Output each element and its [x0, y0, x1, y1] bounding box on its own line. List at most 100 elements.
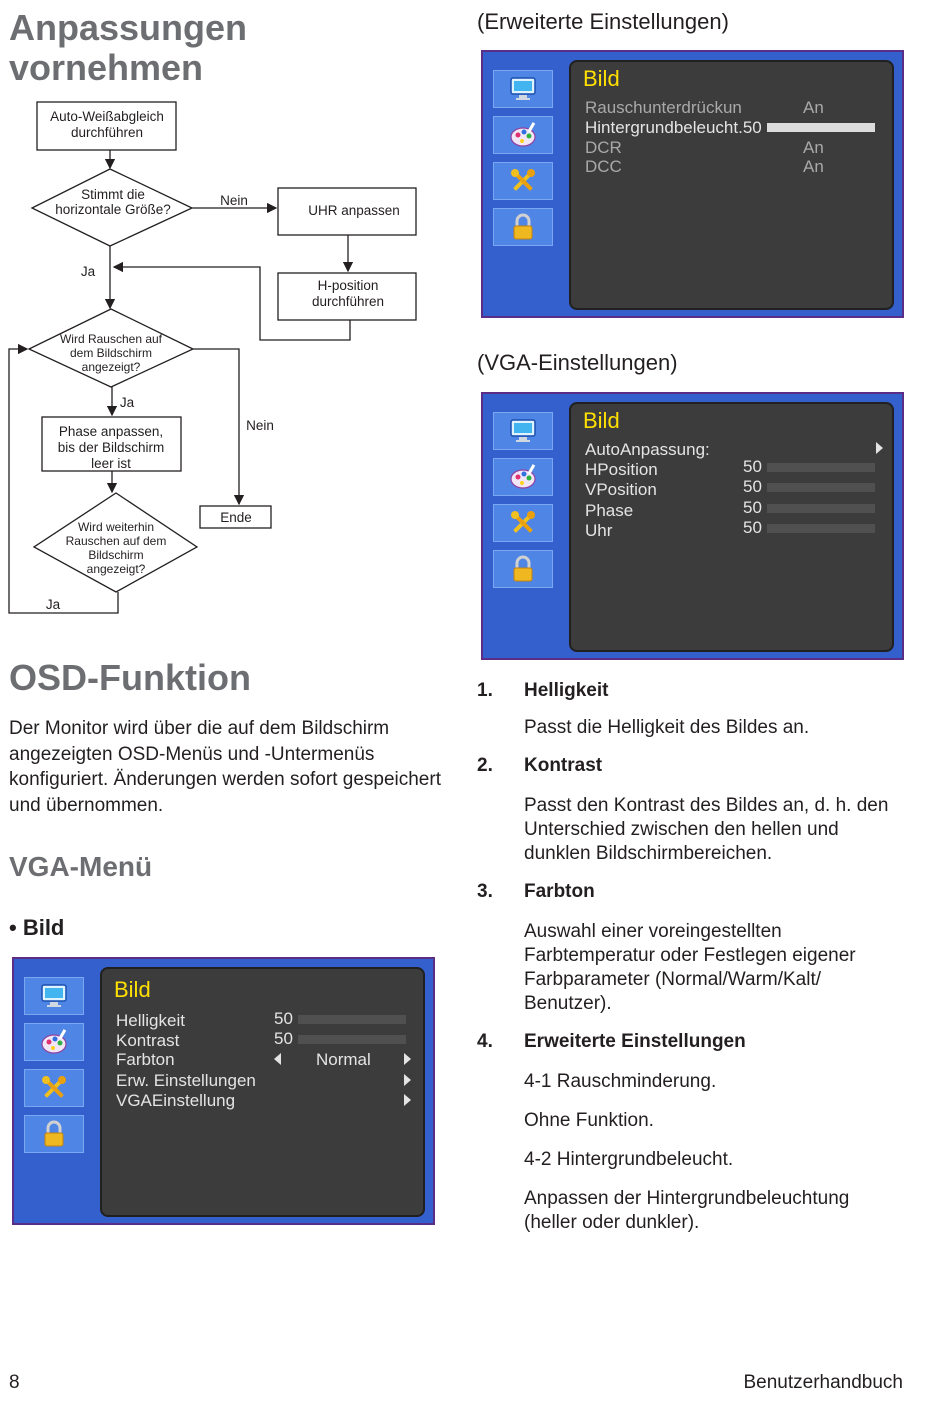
box-auto-weiss: [36, 101, 177, 151]
item-4-para-2: Ohne Funktion.: [524, 1110, 654, 1131]
osd-row-auto[interactable]: AutoAnpassung:: [585, 440, 710, 459]
osd-vga-menu: Bild AutoAnpassung: HPosition 50 VPositi…: [481, 392, 904, 660]
item-2-para: Passt den Kontrast des Bildes an, d. h. …: [524, 795, 889, 864]
fc-nein2: Nein: [246, 418, 274, 433]
fc-auto-weiss-2: durchführen: [71, 125, 143, 140]
item-4-para-1: 4-1 Rauschminderung.: [524, 1071, 717, 1092]
osd-title: OSD-Funktion: [9, 657, 251, 698]
chevron-right-icon[interactable]: [404, 1074, 411, 1086]
erweitert-heading: (Erweiterte Einstellungen): [477, 9, 729, 34]
osd-val-vposition: 50: [743, 477, 762, 496]
phase-slider[interactable]: [767, 504, 875, 513]
osd-erweitert-menu: Bild Rauschunterdrückun An Hintergrundbe…: [481, 50, 904, 318]
page-number: 8: [9, 1372, 20, 1393]
item-2-title: Kontrast: [524, 755, 603, 776]
hposition-slider[interactable]: [767, 463, 875, 472]
fc-q1-2: horizontale Größe?: [55, 202, 171, 217]
item-1-num: 1.: [477, 680, 493, 701]
osd-row-vposition[interactable]: VPosition: [585, 480, 657, 499]
osd-bild-inner: Bild Helligkeit 50 Kontrast 50 Farbton N…: [100, 967, 425, 1217]
tools-icon[interactable]: [24, 1069, 84, 1107]
flowchart: Auto-Weißabgleich durchführen Stimmt die…: [8, 101, 417, 614]
diamond-q2: [27, 308, 195, 388]
osd-erweitert-title: Bild: [583, 66, 620, 91]
fc-q3-4: angezeigt?: [87, 562, 146, 576]
fc-phase-2: bis der Bildschirm: [58, 440, 165, 455]
fc-q1-1: Stimmt die: [81, 187, 145, 202]
osd-val-uhr: 50: [743, 518, 762, 537]
color-palette-icon[interactable]: [493, 116, 553, 154]
item-3-num: 3.: [477, 881, 493, 902]
vga-menu-heading: VGA-Menü: [9, 851, 153, 882]
hintergrund-slider[interactable]: [767, 123, 875, 132]
chevron-right-icon[interactable]: [404, 1094, 411, 1106]
vposition-slider[interactable]: [767, 483, 875, 492]
osd-vga-inner: Bild AutoAnpassung: HPosition 50 VPositi…: [569, 402, 894, 652]
box-uhr: [277, 187, 417, 236]
osd-row-dcc[interactable]: DCC: [585, 157, 622, 176]
fc-uhr: UHR anpassen: [308, 203, 400, 218]
osd-row-vga[interactable]: VGAEinstellung: [116, 1091, 236, 1110]
color-palette-icon[interactable]: [24, 1023, 84, 1061]
helligkeit-slider[interactable]: [298, 1015, 406, 1024]
fc-nein1: Nein: [220, 193, 248, 208]
fc-ja3: Ja: [46, 597, 61, 612]
item-4-num: 4.: [477, 1031, 493, 1052]
fc-q3-2: Rauschen auf dem: [66, 534, 167, 548]
box-ende: [199, 505, 272, 529]
osd-row-kontrast[interactable]: Kontrast: [116, 1031, 180, 1050]
item-3-para: Auswahl einer voreingestellten Farbtempe…: [524, 921, 856, 1014]
fc-q3-3: Bildschirm: [88, 548, 143, 562]
osd-row-rausch[interactable]: Rauschunterdrückun: [585, 98, 742, 117]
osd-val-kontrast: 50: [274, 1029, 293, 1048]
item-1-para: Passt die Helligkeit des Bildes an.: [524, 717, 810, 738]
chevron-right-icon[interactable]: [876, 442, 883, 454]
osd-bild-title: Bild: [114, 977, 151, 1002]
osd-row-hposition[interactable]: HPosition: [585, 460, 658, 479]
osd-row-dcr[interactable]: DCR: [585, 138, 622, 157]
chevron-left-icon[interactable]: [274, 1053, 281, 1065]
osd-row-hintergrund[interactable]: Hintergrundbeleucht.50: [585, 118, 762, 137]
fc-q2-2: dem Bildschirm: [70, 346, 152, 360]
osd-val-helligkeit: 50: [274, 1009, 293, 1028]
osd-val-dcc: An: [803, 157, 824, 176]
item-4-title: Erweiterte Einstellungen: [524, 1031, 746, 1052]
osd-val-hposition: 50: [743, 457, 762, 476]
vga-einst-heading: (VGA-Einstellungen): [477, 350, 678, 375]
osd-row-phase[interactable]: Phase: [585, 501, 634, 520]
fc-hpos-1: H-position: [318, 278, 379, 293]
osd-row-erw[interactable]: Erw. Einstellungen: [116, 1071, 256, 1090]
chevron-right-icon[interactable]: [404, 1053, 411, 1065]
fc-hpos-2: durchführen: [312, 294, 384, 309]
item-4-para-3: 4-2 Hintergrundbeleucht.: [524, 1149, 734, 1170]
fc-auto-weiss-1: Auto-Weißabgleich: [50, 109, 164, 124]
osd-val-farbton: Normal: [316, 1050, 371, 1069]
osd-vga-title: Bild: [583, 408, 620, 433]
fc-q2-3: angezeigt?: [82, 360, 141, 374]
fc-ja1: Ja: [81, 264, 96, 279]
fc-ja2: Ja: [120, 395, 135, 410]
hintergrund-slider-fill: [767, 123, 875, 132]
footer-title: Benutzerhandbuch: [743, 1372, 903, 1393]
osd-row-uhr[interactable]: Uhr: [585, 521, 613, 540]
fc-ende: Ende: [220, 510, 252, 525]
lock-icon[interactable]: [493, 208, 553, 246]
tools-icon[interactable]: [493, 504, 553, 542]
tools-icon[interactable]: [493, 162, 553, 200]
osd-row-helligkeit[interactable]: Helligkeit: [116, 1011, 185, 1030]
kontrast-slider[interactable]: [298, 1035, 406, 1044]
osd-erweitert-inner: Bild Rauschunterdrückun An Hintergrundbe…: [569, 60, 894, 310]
osd-val-phase: 50: [743, 498, 762, 517]
fc-q3-1: Wird weiterhin: [78, 520, 154, 534]
monitor-icon[interactable]: [24, 977, 84, 1015]
monitor-icon[interactable]: [493, 70, 553, 108]
osd-row-farbton[interactable]: Farbton: [116, 1050, 175, 1069]
monitor-icon[interactable]: [493, 412, 553, 450]
osd-bild-menu: Bild Helligkeit 50 Kontrast 50 Farbton N…: [12, 957, 435, 1225]
color-palette-icon[interactable]: [493, 458, 553, 496]
lock-icon[interactable]: [493, 550, 553, 588]
item-2-num: 2.: [477, 755, 493, 776]
lock-icon[interactable]: [24, 1115, 84, 1153]
fc-phase-3: leer ist: [91, 456, 131, 471]
uhr-slider[interactable]: [767, 524, 875, 533]
